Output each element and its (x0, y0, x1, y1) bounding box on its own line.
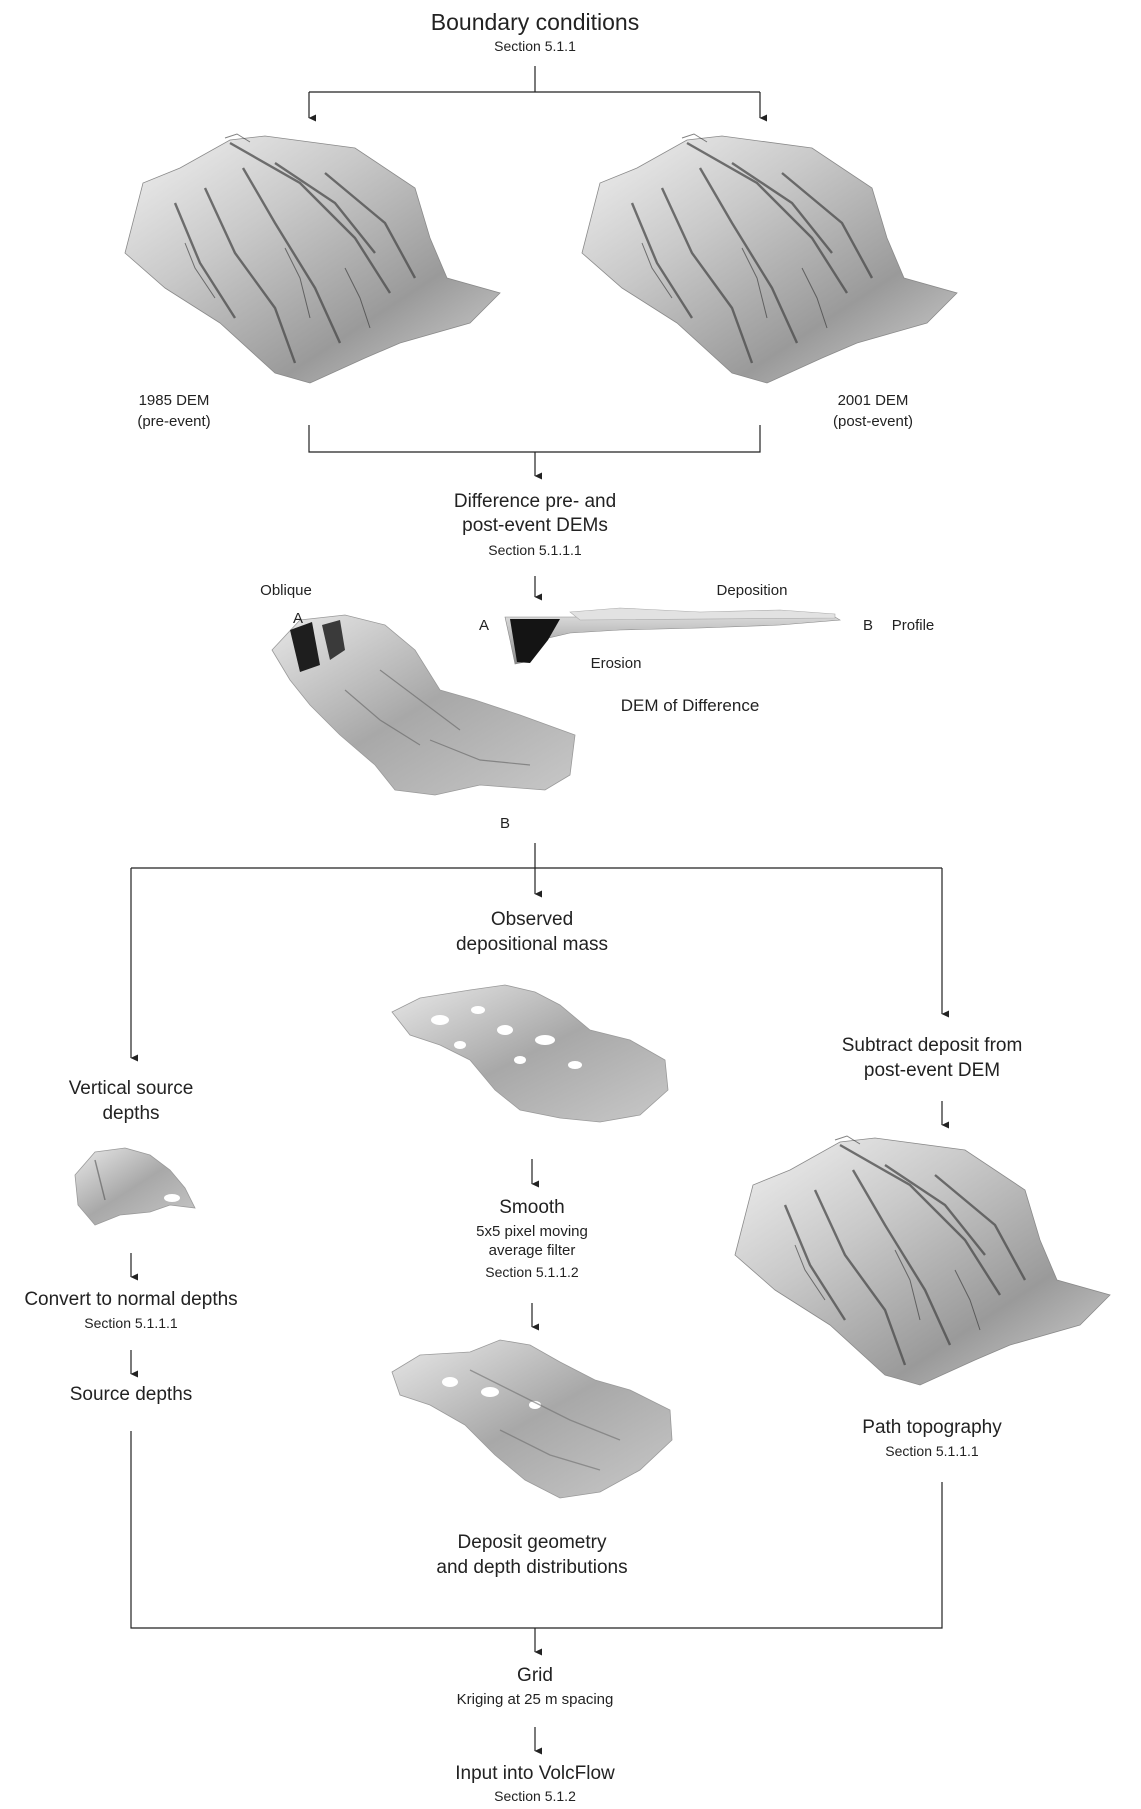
smooth-section: Section 5.1.1.2 (485, 1264, 578, 1281)
input-volcflow-label: Input into VolcFlow (455, 1762, 614, 1785)
smooth-desc2: average filter (489, 1242, 576, 1260)
oblique-point-a: A (293, 610, 303, 628)
path-topography-label: Path topography (862, 1416, 1001, 1439)
deposition-label: Deposition (717, 582, 788, 600)
oblique-label: Oblique (260, 582, 312, 600)
smoothed-deposit-relief (392, 1340, 672, 1498)
observed-line1: Observed (491, 908, 573, 931)
subtract-line1: Subtract deposit from (842, 1034, 1023, 1057)
difference-section: Section 5.1.1.1 (488, 542, 581, 559)
dod-profile-relief (505, 608, 840, 664)
path-topography-relief (735, 1136, 1110, 1385)
deposit-line2: and depth distributions (436, 1556, 627, 1579)
smooth-label: Smooth (499, 1196, 564, 1219)
dem-2001-relief (582, 134, 957, 383)
dem-1985-relief (125, 134, 500, 383)
observed-mass-relief (392, 985, 668, 1122)
erosion-label: Erosion (591, 655, 642, 673)
dem-1985-sub: (pre-event) (137, 413, 210, 431)
convert-section: Section 5.1.1.1 (84, 1315, 177, 1332)
convert-label: Convert to normal depths (24, 1288, 237, 1311)
difference-line1: Difference pre- and (454, 490, 616, 513)
kriging-label: Kriging at 25 m spacing (457, 1691, 614, 1709)
profile-point-b: B (863, 617, 873, 635)
profile-label: Profile (892, 617, 935, 635)
dem-of-difference-caption: DEM of Difference (621, 694, 760, 717)
dem-1985-label: 1985 DEM (139, 392, 210, 410)
deposit-line1: Deposit geometry (458, 1531, 607, 1554)
path-topography-section: Section 5.1.1.1 (885, 1443, 978, 1460)
vertical-source-line1: Vertical source (69, 1077, 194, 1100)
subtract-line2: post-event DEM (864, 1059, 1000, 1082)
profile-point-a: A (479, 617, 489, 635)
dem-2001-sub: (post-event) (833, 413, 913, 431)
difference-line2: post-event DEMs (462, 514, 608, 537)
source-depths-label: Source depths (70, 1383, 193, 1406)
grid-label: Grid (517, 1664, 553, 1687)
boundary-conditions-section: Section 5.1.1 (494, 38, 576, 55)
smooth-desc1: 5x5 pixel moving (476, 1223, 588, 1241)
source-depths-relief (75, 1148, 195, 1225)
vertical-source-line2: depths (102, 1102, 159, 1125)
oblique-point-b: B (500, 815, 510, 833)
input-volcflow-section: Section 5.1.2 (494, 1788, 576, 1805)
dem-2001-label: 2001 DEM (838, 392, 909, 410)
boundary-conditions-title: Boundary conditions (431, 9, 639, 36)
observed-line2: depositional mass (456, 933, 608, 956)
